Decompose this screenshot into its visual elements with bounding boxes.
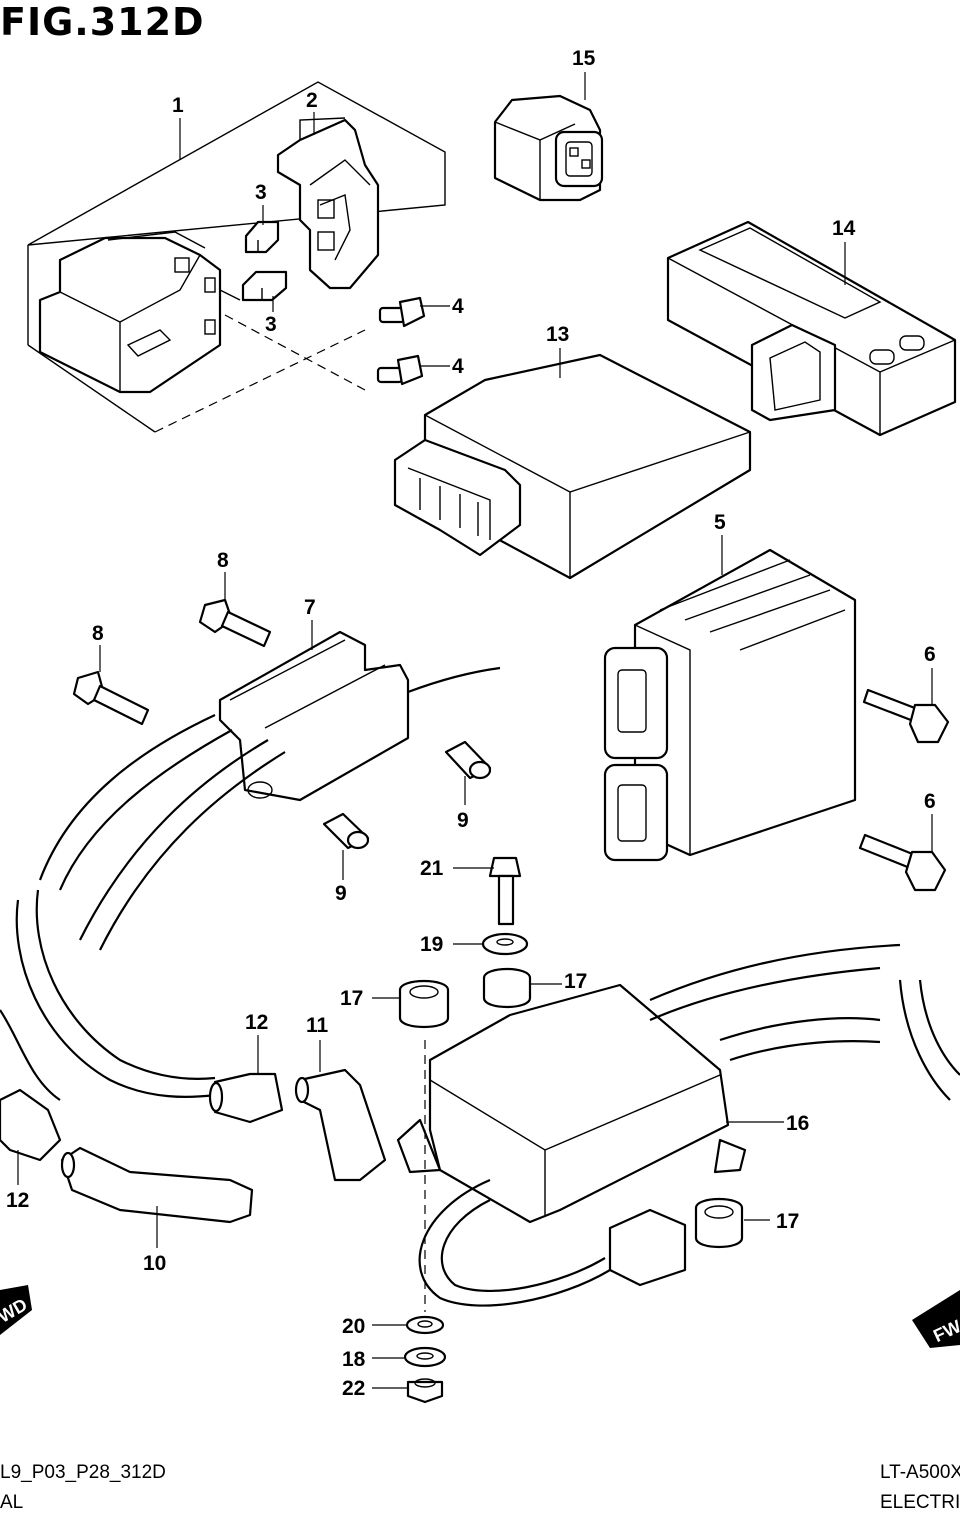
callout-17-lower: 17 <box>776 1210 799 1233</box>
callout-12-left: 12 <box>6 1189 29 1212</box>
plug-cap-11[interactable] <box>294 1068 387 1182</box>
callout-14: 14 <box>832 217 856 240</box>
forward-arrow-right: FW <box>912 1290 960 1348</box>
callout-20: 20 <box>342 1315 365 1338</box>
relay-cover[interactable] <box>276 117 380 290</box>
callout-13: 13 <box>546 323 569 346</box>
plug-cap-10[interactable] <box>60 1146 254 1224</box>
starter-relay[interactable] <box>38 231 241 394</box>
leader-lines <box>17 72 933 1389</box>
callout-3-upper: 3 <box>255 181 267 204</box>
footer-left-label: AL <box>0 1492 24 1513</box>
callout-6-lower: 6 <box>924 790 936 813</box>
bolt-6-lower[interactable] <box>858 833 947 892</box>
callout-8-lower: 8 <box>92 622 104 645</box>
fuse-upper[interactable] <box>244 220 280 254</box>
callout-18: 18 <box>342 1348 366 1371</box>
harness-tubes <box>0 714 286 1101</box>
callout-16: 16 <box>786 1112 809 1135</box>
grommet-17-lower[interactable] <box>694 1198 744 1248</box>
fuse-lower[interactable] <box>241 270 288 302</box>
figure-title: FIG.312D <box>0 0 205 44</box>
callout-17-upper-left: 17 <box>340 987 363 1010</box>
bolt-4-lower[interactable] <box>376 354 424 386</box>
footer-right-model: LT-A500X <box>880 1462 960 1483</box>
nut-22[interactable] <box>406 1378 444 1404</box>
bolt-4-upper[interactable] <box>378 296 426 328</box>
washer-19[interactable] <box>481 932 529 956</box>
grommet-17-upper-left[interactable] <box>398 980 450 1028</box>
bolt-8-upper[interactable] <box>198 598 272 648</box>
boot-12-right[interactable] <box>208 1072 284 1124</box>
rubber-holder[interactable] <box>666 220 957 437</box>
regulator-rectifier[interactable] <box>603 548 857 862</box>
footer-left-code: L9_P03_P28_312D <box>0 1462 166 1483</box>
callout-22: 22 <box>342 1377 365 1400</box>
callout-8-upper: 8 <box>217 549 229 572</box>
washer-20[interactable] <box>405 1315 445 1335</box>
grommet-17-upper-right[interactable] <box>482 968 532 1008</box>
bolt-6-upper[interactable] <box>862 688 950 744</box>
bolt-21[interactable] <box>488 856 522 926</box>
callout-9-right: 9 <box>457 809 469 832</box>
callout-3-lower: 3 <box>265 313 277 336</box>
collar-9-left[interactable] <box>322 812 370 850</box>
callout-19: 19 <box>420 933 443 956</box>
callout-5: 5 <box>714 511 726 534</box>
callout-15: 15 <box>572 47 596 70</box>
boot-12-left[interactable] <box>0 1088 62 1162</box>
footer-right-label: ELECTRICA <box>880 1492 960 1513</box>
callout-9-left: 9 <box>335 882 347 905</box>
callout-labels: 1 2 3 3 4 4 5 6 6 7 8 8 9 9 10 11 12 12 … <box>6 47 936 1400</box>
callout-6-upper: 6 <box>924 643 936 666</box>
control-unit[interactable] <box>396 943 901 1307</box>
callout-1: 1 <box>172 94 184 117</box>
callout-4-upper: 4 <box>452 295 464 318</box>
callout-7: 7 <box>304 596 316 619</box>
callout-11: 11 <box>306 1014 329 1037</box>
bolt-8-lower[interactable] <box>72 670 150 726</box>
callout-4-lower: 4 <box>452 355 464 378</box>
ignition-coil[interactable] <box>218 630 501 802</box>
washer-18[interactable] <box>403 1346 447 1368</box>
callout-17-upper-right: 17 <box>564 970 587 993</box>
callout-21: 21 <box>420 857 444 880</box>
coupler-connector[interactable] <box>493 94 604 202</box>
callout-2: 2 <box>306 89 318 112</box>
right-harness <box>898 979 960 1101</box>
forward-arrow-left: WD <box>0 1285 32 1335</box>
callout-10: 10 <box>143 1252 166 1275</box>
callout-12-right: 12 <box>245 1011 268 1034</box>
ecm-unit[interactable] <box>393 353 752 580</box>
collar-9-right[interactable] <box>444 740 492 780</box>
